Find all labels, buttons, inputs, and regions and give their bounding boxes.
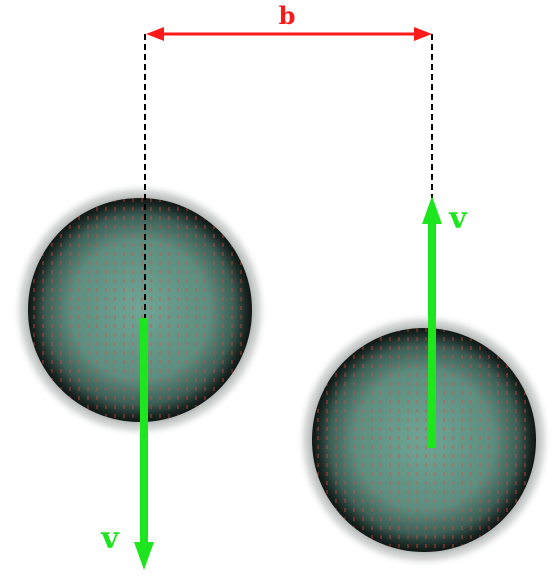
right-sphere <box>296 312 552 568</box>
right-velocity-label: v <box>448 201 468 236</box>
dimension-arrowhead-right <box>414 27 432 41</box>
left-velocity-label: v <box>100 521 120 556</box>
right-velocity-arrowhead <box>422 196 442 224</box>
dimension-arrowhead-left <box>146 27 164 41</box>
right-sphere-body <box>312 328 536 552</box>
left-velocity-arrowhead <box>134 542 154 570</box>
impact-parameter-label: b <box>279 1 296 30</box>
